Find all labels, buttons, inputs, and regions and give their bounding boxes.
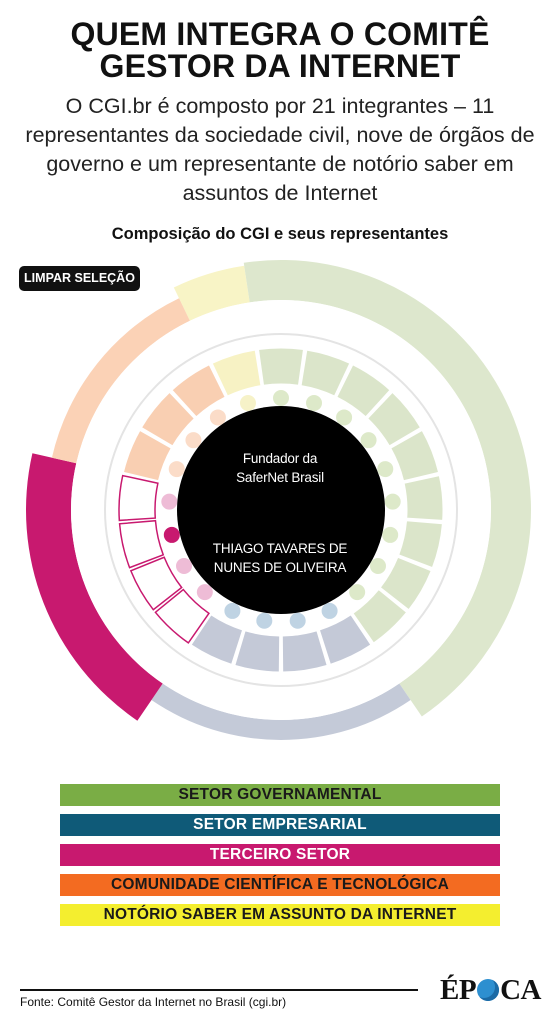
center-name-line-2: NUNES DE OLIVEIRA [213, 560, 347, 575]
member-segment-terceiro-setor[interactable] [118, 474, 159, 522]
center-name-line-1: THIAGO TAVARES DE [212, 541, 348, 556]
member-segment-cientifica[interactable] [122, 429, 172, 482]
footer-rule [20, 989, 418, 991]
member-segment-governamental[interactable] [379, 556, 432, 611]
center-circle [177, 406, 385, 614]
source-note: Fonte: Comitê Gestor da Internet no Bras… [20, 995, 287, 1009]
legend-terceiro-setor[interactable]: TERCEIRO SETOR [60, 844, 500, 866]
member-dot-notorio-saber[interactable] [239, 394, 256, 411]
member-dot-cientifica[interactable] [168, 461, 185, 478]
member-dot-cientifica[interactable] [185, 432, 202, 449]
inner-member-dots [161, 390, 401, 629]
member-dot-empresarial[interactable] [256, 612, 273, 629]
legend-empresarial[interactable]: SETOR EMPRESARIAL [60, 814, 500, 836]
member-dot-governamental[interactable] [369, 558, 386, 574]
center-name: THIAGO TAVARES DE NUNES DE OLIVEIRA [190, 539, 370, 577]
separator-line [104, 333, 458, 687]
member-segment-governamental[interactable] [300, 349, 351, 397]
logo-text-left: ÉP [440, 974, 477, 1006]
member-segment-terceiro-setor[interactable] [118, 519, 165, 569]
center-role: Fundador da SaferNet Brasil [190, 449, 370, 487]
member-segment-empresarial[interactable] [281, 630, 328, 673]
white-ring [71, 300, 491, 720]
member-segment-governamental[interactable] [390, 429, 440, 482]
member-segment-empresarial[interactable] [234, 630, 281, 673]
member-segment-governamental[interactable] [336, 364, 391, 418]
subtitle: O CGI.br é composto por 21 integrantes –… [25, 94, 535, 205]
outer-arc-cientifica[interactable] [51, 298, 190, 464]
member-dot-governamental[interactable] [349, 584, 366, 601]
member-segment-empresarial[interactable] [318, 614, 372, 665]
composition-donut-chart [25, 260, 531, 740]
member-dot-governamental[interactable] [336, 409, 353, 426]
middle-member-segments [118, 347, 444, 673]
center-role-line-2: SaferNet Brasil [236, 470, 324, 485]
member-dot-empresarial[interactable] [289, 612, 306, 629]
member-segment-cientifica[interactable] [171, 364, 226, 418]
clear-selection-button[interactable]: LIMPAR SELEÇÃO [19, 266, 140, 291]
member-dot-terceiro-setor[interactable] [196, 584, 213, 601]
member-dot-empresarial[interactable] [224, 602, 241, 619]
outer-arc-empresarial[interactable] [151, 683, 411, 740]
member-segment-empresarial[interactable] [190, 614, 244, 665]
member-dot-terceiro-setor[interactable] [176, 558, 193, 574]
legend-comunidade-cientifica[interactable]: COMUNIDADE CIENTÍFICA E TECNOLÓGICA [60, 874, 500, 896]
member-segment-governamental[interactable] [366, 391, 422, 447]
outer-category-arcs [25, 260, 531, 740]
member-dot-governamental[interactable] [377, 461, 394, 478]
member-segment-governamental[interactable] [257, 347, 305, 386]
member-dot-governamental[interactable] [306, 394, 323, 411]
member-segment-governamental[interactable] [403, 475, 444, 521]
member-dot-terceiro-setor[interactable] [163, 526, 180, 543]
title-line-1: QUEM INTEGRA O COMITÊ [70, 16, 490, 52]
member-segment-cientifica[interactable] [140, 391, 196, 447]
center-role-line-1: Fundador da [242, 451, 318, 466]
member-segment-terceiro-setor[interactable] [129, 556, 183, 611]
outer-arc-notorio-saber[interactable] [173, 265, 250, 321]
legend-governamental[interactable]: SETOR GOVERNAMENTAL [60, 784, 500, 806]
member-dot-empresarial[interactable] [321, 602, 338, 619]
title-line-2: GESTOR DA INTERNET [99, 48, 461, 84]
legend-notorio-saber[interactable]: NOTÓRIO SABER EM ASSUNTO DA INTERNET [60, 904, 500, 926]
member-segment-notorio-saber[interactable] [211, 349, 262, 397]
logo-text-right: CA [500, 974, 541, 1006]
member-segment-governamental[interactable] [352, 588, 408, 644]
page-title: QUEM INTEGRA O COMITÊ GESTOR DA INTERNET [0, 18, 560, 82]
globe-icon [477, 979, 500, 1001]
member-dot-governamental[interactable] [273, 390, 289, 406]
member-dot-governamental[interactable] [384, 493, 401, 510]
chart-title: Composição do CGI e seus representantes [111, 225, 449, 243]
member-dot-governamental[interactable] [382, 526, 399, 543]
member-segment-terceiro-setor[interactable] [154, 588, 210, 644]
separator-ring [71, 300, 491, 720]
outer-arc-terceiro-setor[interactable] [25, 453, 163, 721]
epoca-logo: ÉP CA [440, 974, 541, 1007]
outer-arc-governamental[interactable] [243, 260, 531, 717]
member-dot-cientifica[interactable] [209, 409, 226, 426]
member-dot-governamental[interactable] [360, 432, 377, 449]
member-dot-terceiro-setor[interactable] [161, 493, 178, 510]
member-segment-governamental[interactable] [398, 520, 443, 569]
